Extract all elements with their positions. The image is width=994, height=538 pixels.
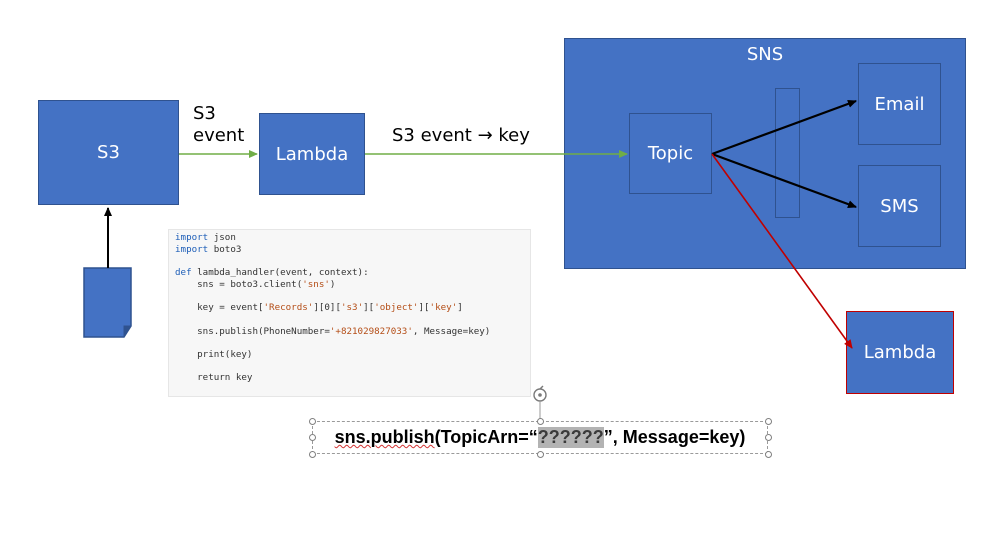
- resize-handle-tr[interactable]: [765, 418, 772, 425]
- code-text: json: [208, 232, 236, 243]
- sns-title: SNS: [746, 44, 784, 65]
- resize-handle-tm[interactable]: [537, 418, 544, 425]
- sms-box: SMS: [858, 165, 941, 247]
- topic-to-email-arrow: [711, 99, 857, 156]
- code-line: sns = boto3.client('sns'): [175, 279, 524, 291]
- resize-handle-mr[interactable]: [765, 434, 772, 441]
- code-keyword: def: [175, 267, 192, 279]
- email-box: Email: [858, 63, 941, 145]
- code-text: sns = boto3.client('sns'): [175, 278, 336, 290]
- lambda-box: Lambda: [259, 113, 365, 195]
- textbox-fn: sns.publish: [334, 427, 435, 447]
- code-text: return key: [175, 372, 253, 384]
- s3-event-label-line1: S3: [193, 103, 216, 124]
- topic-box: Topic: [629, 113, 712, 194]
- code-line: key = event['Records'][0]['s3']['object'…: [175, 302, 524, 314]
- code-text: print(key): [175, 348, 253, 360]
- s3-event-key-label: S3 event → key: [392, 125, 530, 146]
- bus-bar: [775, 88, 800, 218]
- code-text: lambda_handler(event, context):: [191, 267, 369, 279]
- topic-to-lambda-arrow: [711, 153, 853, 349]
- code-line: [175, 255, 524, 267]
- resize-handle-bl[interactable]: [309, 451, 316, 458]
- code-text: sns.publish(PhoneNumber='+821029827033',…: [175, 325, 491, 337]
- lambda2-box: Lambda: [846, 311, 954, 394]
- textbox-rest: ”, Message=key): [603, 427, 746, 447]
- resize-handle-tl[interactable]: [309, 418, 316, 425]
- resize-handle-ml[interactable]: [309, 434, 316, 441]
- code-line: return key: [175, 372, 524, 384]
- code-line: [175, 290, 524, 302]
- code-line: sns.publish(PhoneNumber='+821029827033',…: [175, 326, 524, 338]
- rotate-handle-icon: [533, 385, 547, 402]
- s3-event-label-line2: event: [193, 125, 245, 146]
- s3-box: S3: [38, 100, 179, 205]
- textbox-arg: (TopicArn=“: [434, 427, 538, 447]
- selected-textbox[interactable]: sns.publish(TopicArn=“??????”, Message=k…: [312, 421, 768, 454]
- code-line: import json: [175, 232, 524, 244]
- code-line: def lambda_handler(event, context):: [175, 267, 524, 279]
- code-line: [175, 337, 524, 349]
- code-line: [175, 361, 524, 373]
- code-line: print(key): [175, 349, 524, 361]
- code-line: [175, 314, 524, 326]
- code-keyword: import: [175, 243, 209, 255]
- textbox-highlight: ??????: [537, 427, 604, 448]
- code-line: import boto3: [175, 244, 524, 256]
- code-text: key = event['Records'][0]['s3']['object'…: [175, 302, 463, 314]
- code-text: boto3: [208, 243, 242, 255]
- topic-to-sms-arrow: [711, 152, 857, 209]
- resize-handle-br[interactable]: [765, 451, 772, 458]
- resize-handle-bm[interactable]: [537, 451, 544, 458]
- code-keyword: import: [175, 232, 209, 243]
